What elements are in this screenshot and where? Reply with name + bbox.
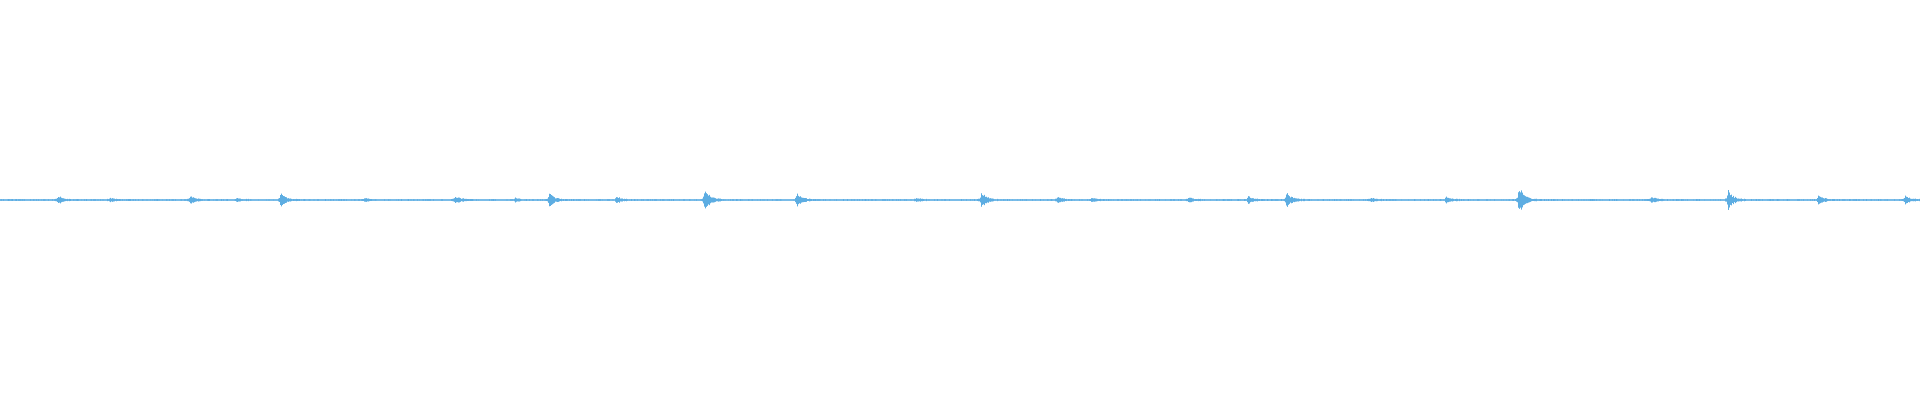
waveform-amplitude-bars <box>0 190 1920 210</box>
waveform-path <box>0 190 1920 210</box>
